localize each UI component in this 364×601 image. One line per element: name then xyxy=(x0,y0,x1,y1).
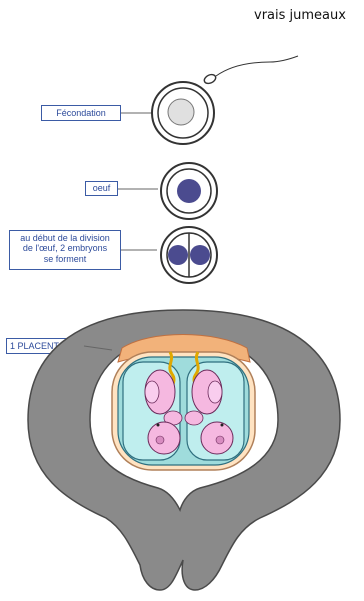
dividing-cell xyxy=(161,227,217,283)
egg-cell xyxy=(161,163,217,219)
egg-nucleus xyxy=(177,179,201,203)
fertilization-cell xyxy=(152,82,214,144)
embryo-nucleus-right xyxy=(190,245,210,265)
sperm-icon xyxy=(203,56,298,85)
embryo-nucleus-left xyxy=(168,245,188,265)
